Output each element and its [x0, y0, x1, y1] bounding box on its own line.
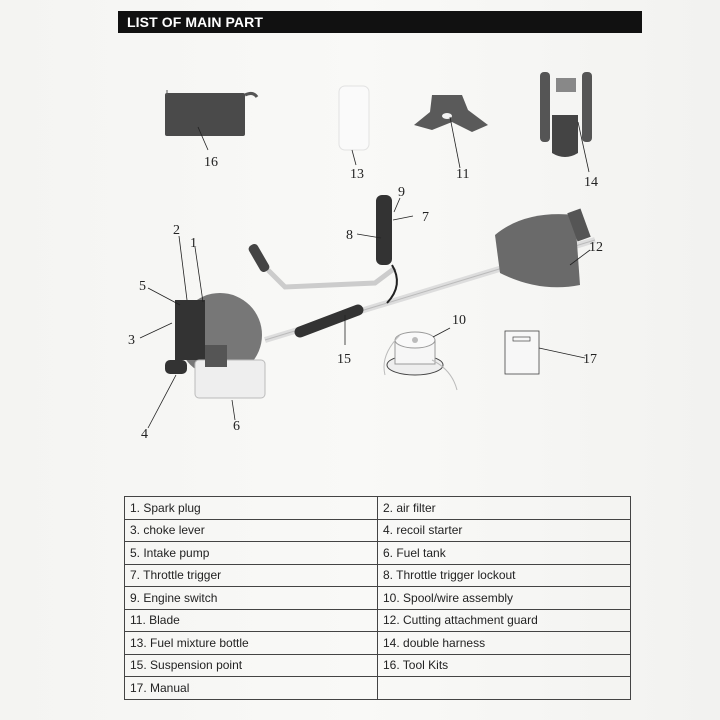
- svg-text:7: 7: [422, 210, 429, 225]
- svg-text:2: 2: [173, 223, 180, 238]
- table-cell: 14. double harness: [377, 631, 631, 655]
- table-row: 17. Manual: [124, 676, 631, 700]
- leader-lines: [139, 197, 591, 429]
- table-cell: 10. Spool/wire assembly: [377, 586, 631, 610]
- parts-diagram: 16 13 11 14 9 7 8 2 1 12 5 3 10 15 17 4 …: [128, 72, 603, 442]
- fuel-bottle-illustration: [338, 85, 370, 166]
- svg-text:14: 14: [584, 175, 598, 190]
- table-cell: 17. Manual: [124, 676, 378, 700]
- svg-text:15: 15: [337, 352, 351, 367]
- svg-text:5: 5: [139, 279, 146, 294]
- svg-text:10: 10: [452, 313, 466, 328]
- table-cell: 13. Fuel mixture bottle: [124, 631, 378, 655]
- callout-labels: 16 13 11 14 9 7 8 2 1 12 5 3 10 15 17 4 …: [128, 155, 603, 442]
- table-cell: 1. Spark plug: [124, 496, 378, 520]
- engine-illustration: [165, 293, 266, 399]
- svg-text:11: 11: [456, 167, 469, 182]
- harness-illustration: [540, 72, 592, 173]
- svg-text:12: 12: [589, 240, 603, 255]
- table-cell: 2. air filter: [377, 496, 631, 520]
- svg-text:3: 3: [128, 333, 135, 348]
- table-cell: 5. Intake pump: [124, 541, 378, 565]
- table-cell: [377, 676, 631, 700]
- svg-text:9: 9: [398, 185, 405, 200]
- manual-illustration: [504, 330, 586, 375]
- section-header-bar: LIST OF MAIN PART: [118, 11, 642, 33]
- tool-kit-bag-illustration: [165, 90, 259, 151]
- table-cell: 16. Tool Kits: [377, 653, 631, 677]
- svg-text:17: 17: [583, 352, 597, 367]
- section-title: LIST OF MAIN PART: [127, 14, 263, 30]
- svg-text:13: 13: [350, 167, 364, 182]
- table-cell: 7. Throttle trigger: [124, 563, 378, 587]
- svg-text:4: 4: [141, 427, 148, 442]
- table-cell: 4. recoil starter: [377, 518, 631, 542]
- table-cell: 6. Fuel tank: [377, 541, 631, 565]
- table-cell: 12. Cutting attachment guard: [377, 608, 631, 632]
- table-cell: 8. Throttle trigger lockout: [377, 563, 631, 587]
- svg-text:1: 1: [190, 236, 197, 251]
- svg-text:6: 6: [233, 419, 240, 434]
- table-cell: 9. Engine switch: [124, 586, 378, 610]
- svg-text:8: 8: [346, 228, 353, 243]
- blade-illustration: [414, 95, 488, 169]
- svg-text:16: 16: [204, 155, 218, 170]
- table-cell: 11. Blade: [124, 608, 378, 632]
- table-cell: 3. choke lever: [124, 518, 378, 542]
- table-cell: 15. Suspension point: [124, 653, 378, 677]
- spool-illustration: [383, 331, 458, 391]
